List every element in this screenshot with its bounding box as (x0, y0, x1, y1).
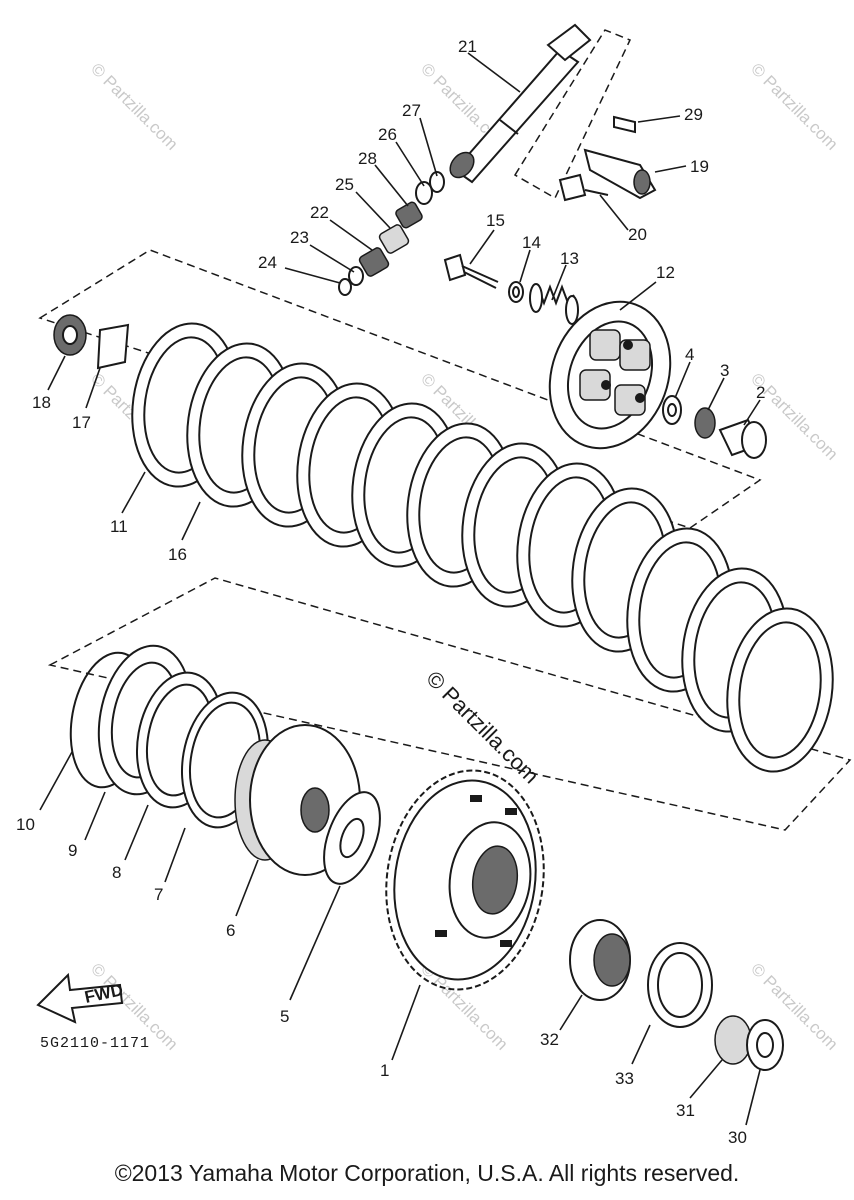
part-number-label: 28 (358, 149, 377, 168)
part-number-label: 19 (690, 157, 709, 176)
part-number-label: 4 (685, 345, 694, 364)
fwd-arrow-icon: FWD (36, 972, 125, 1024)
push-rod (449, 23, 592, 184)
part-number-label: 11 (110, 517, 128, 536)
part-number-label: 18 (32, 393, 51, 412)
clutch-plate-stack (131, 322, 834, 773)
part-number-label: 13 (560, 249, 579, 268)
part-number-label: 33 (615, 1069, 634, 1088)
watermark: © Partzilla.com (747, 59, 841, 153)
push-lever (558, 115, 657, 202)
pressure-plate (548, 300, 672, 450)
drawing-code: 5G2110-1171 (40, 1035, 150, 1052)
part-number-label: 29 (684, 105, 703, 124)
clutch-basket-frame (47, 577, 852, 831)
part-number-label: 24 (258, 253, 277, 272)
bearing-washer-left (53, 314, 130, 370)
part-number-label: 8 (112, 863, 121, 882)
part-number-label: 22 (310, 203, 329, 222)
bolt-spring-group (443, 253, 579, 325)
part-number-label: 32 (540, 1030, 559, 1049)
leader-lines (39, 52, 761, 1126)
part-number-label: 27 (402, 101, 421, 120)
part-number-label: 14 (522, 233, 541, 252)
part-number-label: 16 (168, 545, 187, 564)
part-number-label: 5 (280, 1007, 289, 1026)
release-parts (662, 395, 767, 459)
watermark-center: © Partzilla.com (421, 666, 544, 789)
push-lever-frame (513, 29, 632, 200)
part-number-label: 1 (380, 1061, 389, 1080)
part-number-label: 12 (656, 263, 675, 282)
part-number-label: 31 (676, 1101, 695, 1120)
part-number-label: 2 (756, 383, 765, 402)
gear-bearings (569, 919, 784, 1071)
part-number-label: 7 (154, 885, 163, 904)
basket-front-parts (69, 644, 270, 829)
part-number-labels: 21 29 19 20 27 26 28 25 22 23 24 15 14 1… (16, 37, 765, 1147)
part-number-label: 21 (458, 37, 477, 56)
part-number-label: 25 (335, 175, 354, 194)
copyright-notice: ©2013 Yamaha Motor Corporation, U.S.A. A… (114, 1160, 740, 1186)
part-number-label: 9 (68, 841, 77, 860)
part-number-label: 20 (628, 225, 647, 244)
clutch-boss (234, 724, 381, 885)
primary-driven-gear (385, 769, 545, 991)
part-number-label: 6 (226, 921, 235, 940)
part-number-label: 30 (728, 1128, 747, 1147)
part-number-label: 17 (72, 413, 91, 432)
part-number-label: 3 (720, 361, 729, 380)
part-number-label: 15 (486, 211, 505, 230)
small-bearing-stack (338, 171, 445, 296)
part-number-label: 23 (290, 228, 309, 247)
watermark: © Partzilla.com (87, 59, 181, 153)
part-number-label: 10 (16, 815, 35, 834)
part-number-label: 26 (378, 125, 397, 144)
